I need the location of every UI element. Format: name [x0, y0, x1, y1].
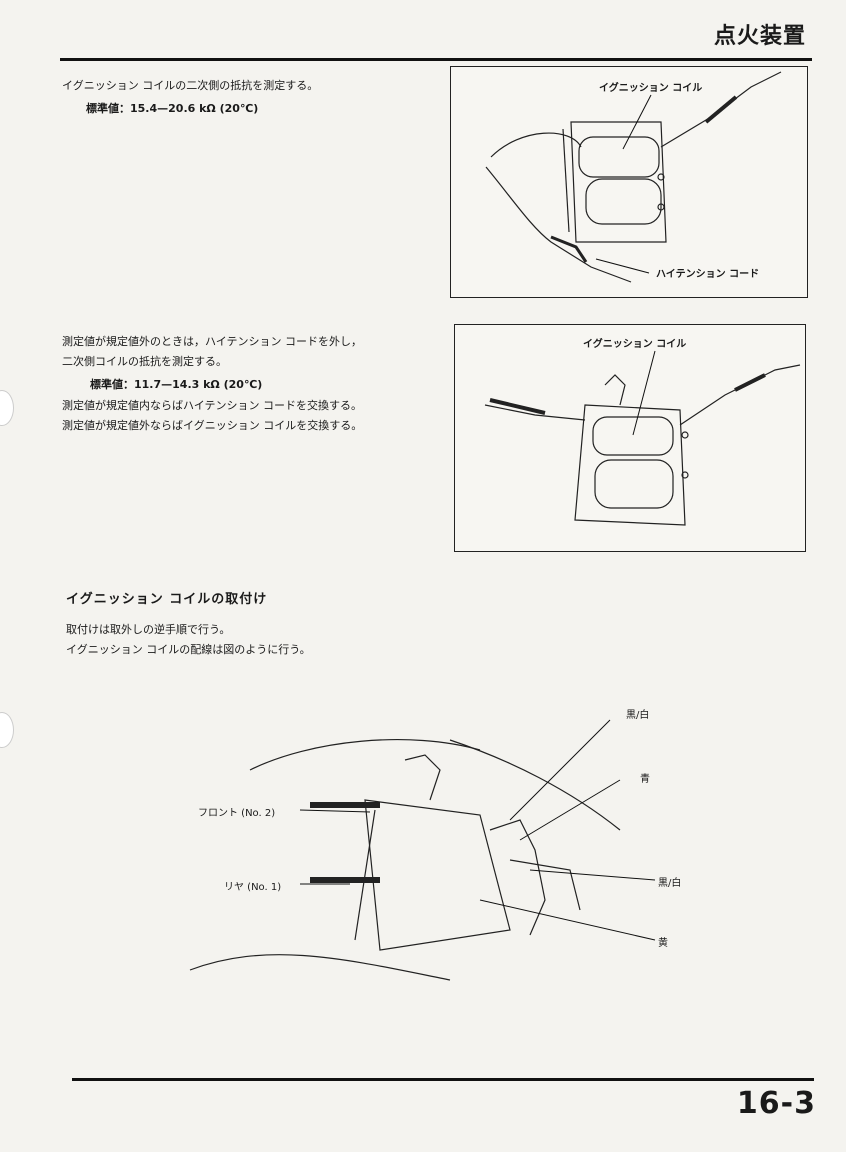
- figure-coil-measure: イグニッション コイル ハイテンション コード: [450, 66, 808, 298]
- figure-coil-wiring: フロント (No. 2) リヤ (No. 1) 黒/白 青 黒/白 黄: [150, 700, 710, 1030]
- label-yellow: 黄: [658, 938, 668, 949]
- coil-wiring-illustration: [189, 719, 656, 981]
- coil-illustration-2: [484, 350, 801, 526]
- block1-standard: 標準値：15.4—20.6 kΩ (20℃): [86, 102, 259, 115]
- block2-line2: 二次側コイルの抵抗を測定する。: [62, 355, 227, 368]
- block2-line1: 測定値が規定値外のときは，ハイテンション コードを外し，: [62, 335, 363, 348]
- block2-line3: 測定値が規定値内ならばハイテンション コードを交換する。: [62, 399, 363, 412]
- figure2-label-coil: イグニッション コイル: [583, 339, 687, 350]
- binder-hole-bottom: [0, 712, 14, 748]
- binder-hole-top: [0, 390, 14, 426]
- label-front-no2: フロント (No. 2): [198, 808, 276, 819]
- install-line2: イグニッション コイルの配線は図のように行う。: [66, 643, 311, 656]
- label-blue: 青: [640, 774, 650, 785]
- figure1-label-coil: イグニッション コイル: [599, 83, 703, 94]
- figure-coil-secondary: イグニッション コイル: [454, 324, 806, 552]
- section-title: 点火装置: [713, 24, 806, 49]
- page-number: 16-3: [736, 1086, 816, 1121]
- coil-illustration-1: [485, 71, 782, 283]
- install-line1: 取付けは取外しの逆手順で行う。: [66, 623, 231, 636]
- block2-standard: 標準値：11.7—14.3 kΩ (20℃): [90, 378, 263, 391]
- label-black-white-1: 黒/白: [626, 710, 650, 721]
- block1-line1: イグニッション コイルの二次側の抵抗を測定する。: [62, 79, 319, 92]
- figure1-label-cord: ハイテンション コード: [656, 269, 760, 280]
- header-rule: [60, 58, 812, 61]
- footer-rule: [72, 1078, 814, 1081]
- label-black-white-2: 黒/白: [658, 878, 682, 889]
- install-heading: イグニッション コイルの取付け: [66, 592, 268, 607]
- label-rear-no1: リヤ (No. 1): [224, 882, 282, 893]
- block2-line4: 測定値が規定値外ならばイグニッション コイルを交換する。: [62, 419, 363, 432]
